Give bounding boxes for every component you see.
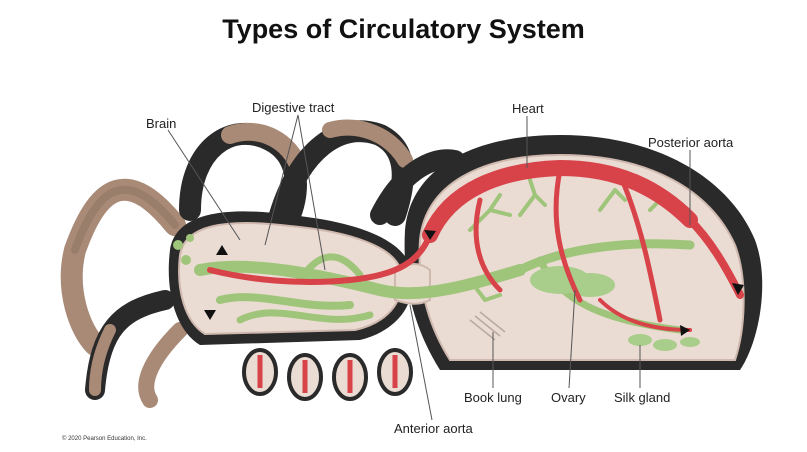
eyes — [173, 234, 194, 265]
copyright-credit: © 2020 Pearson Education, Inc. — [62, 436, 147, 442]
label-anterior-aorta: Anterior aorta — [394, 421, 473, 436]
book-lung — [469, 311, 506, 341]
silk-gland — [628, 334, 700, 351]
label-heart: Heart — [512, 101, 544, 116]
page-title: Types of Circulatory System — [222, 14, 585, 44]
label-digestive-tract: Digestive tract — [252, 100, 335, 115]
anterior-aorta-vessel — [207, 232, 433, 285]
label-silk-gland: Silk gland — [614, 390, 671, 405]
leg-bases — [242, 348, 413, 401]
leader-lines — [167, 114, 691, 421]
label-posterior-aorta: Posterior aorta — [648, 135, 734, 150]
flow-arrows — [204, 230, 744, 336]
label-book-lung: Book lung — [464, 390, 522, 405]
label-ovary: Ovary — [551, 390, 586, 405]
label-brain: Brain — [146, 116, 177, 131]
spider-legs — [60, 119, 465, 408]
